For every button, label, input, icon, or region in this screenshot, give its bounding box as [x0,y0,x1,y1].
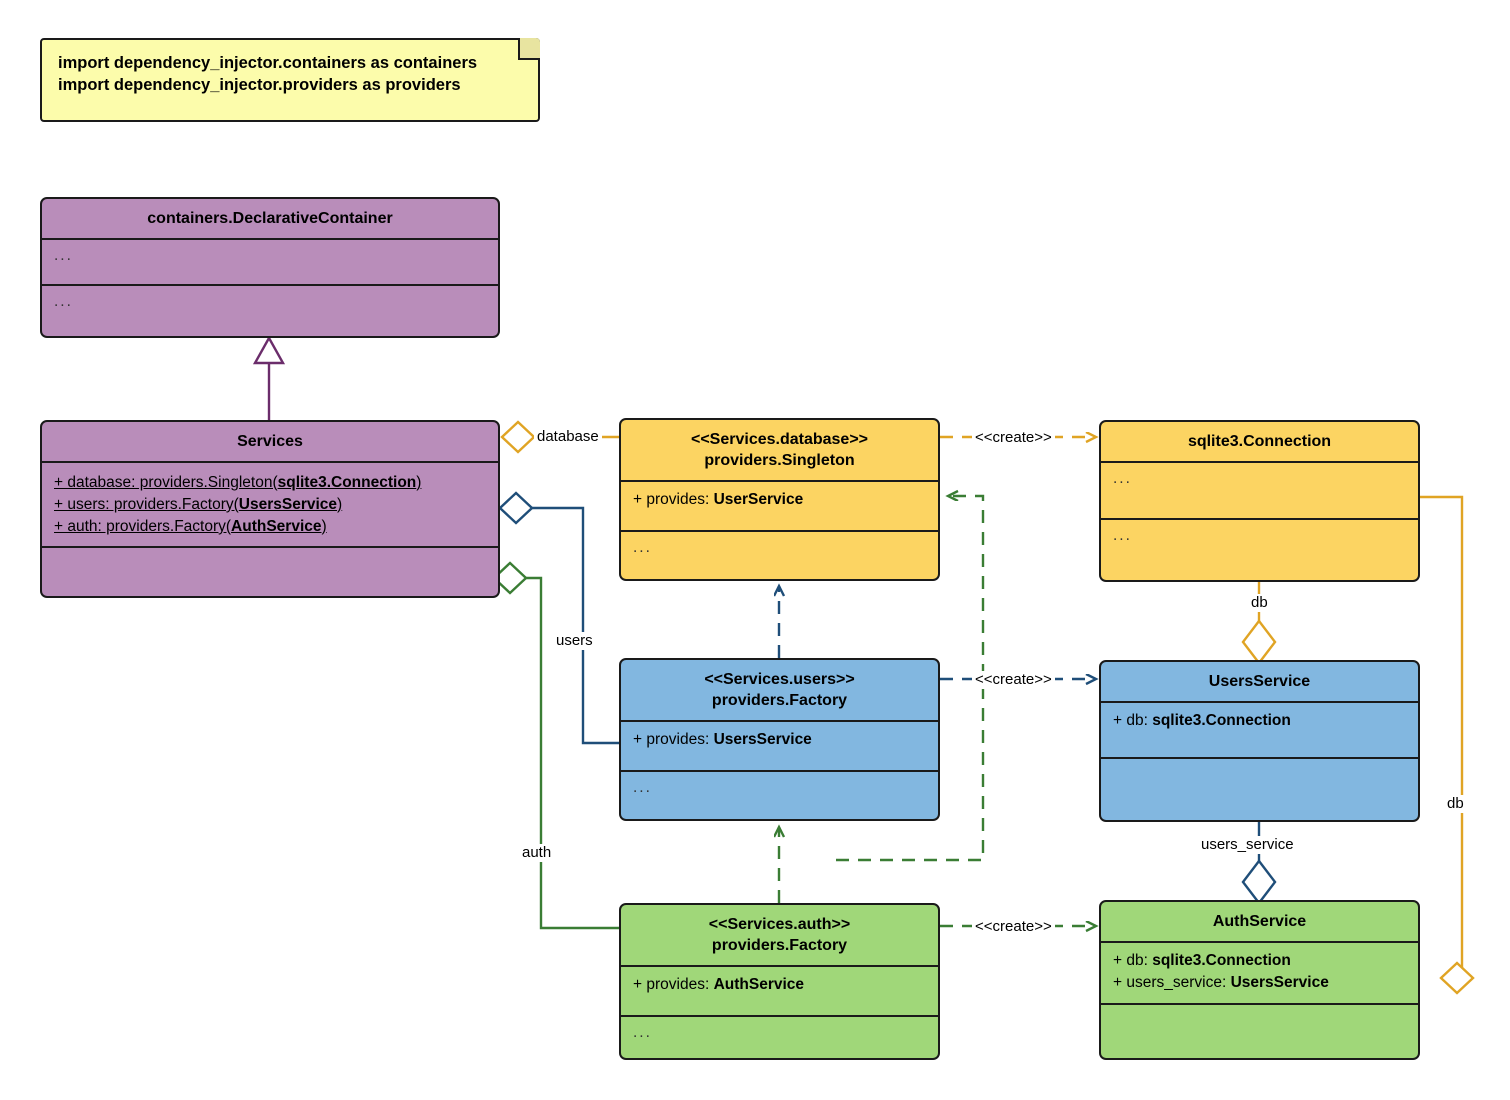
class-services-users-provider[interactable]: <<Services.users>> providers.Factory + p… [619,658,940,821]
attribute-provides-prefix: + provides: [633,491,714,508]
attribute-db-type: sqlite3.Connection [1152,712,1291,729]
attribute-db: + db: sqlite3.Connection [1113,710,1406,732]
attributes-compartment-sqlite3-connection: ... [1101,463,1418,520]
attribute-users-type: UsersService [238,496,338,513]
edge-label-create-auth: <<create>> [972,918,1055,936]
class-auth-service[interactable]: AuthService + db: sqlite3.Connection + u… [1099,900,1420,1060]
attributes-compartment-services: + database: providers.Singleton(sqlite3.… [42,463,498,548]
attribute-auth-prefix: + auth: providers.Factory( [54,518,232,535]
attribute-db-type: sqlite3.Connection [1152,952,1291,969]
class-title-services: Services [42,422,498,463]
method-placeholder: ... [633,1024,652,1041]
edge-label-create-users: <<create>> [972,671,1055,689]
class-declarative-container[interactable]: containers.DeclarativeContainer ... ... [40,197,500,338]
attribute-database-type: sqlite3.Connection [277,474,417,491]
attribute-database-prefix: + database: providers.Singleton( [54,474,278,491]
classname-services-database: providers.Singleton [704,452,855,469]
attribute-provides-prefix: + provides: [633,976,714,993]
edge-aggregation-usersservice-authservice [1241,822,1277,905]
class-users-service[interactable]: UsersService + db: sqlite3.Connection [1099,660,1420,822]
class-title-services-auth-provider: <<Services.auth>> providers.Factory [621,905,938,967]
attribute-provides-usersservice: + provides: UsersService [633,729,926,751]
class-title-auth-service: AuthService [1101,902,1418,943]
attribute-auth: + auth: providers.Factory(AuthService) [54,516,486,538]
attribute-placeholder: ... [1113,470,1132,487]
attribute-provides-userservice: + provides: UserService [633,489,926,511]
stereotype-services-auth: <<Services.auth>> [708,916,851,933]
methods-compartment-services-users: ... [621,772,938,819]
attribute-auth-suffix: ) [321,518,327,535]
import-note: import dependency_injector.containers as… [40,38,540,122]
method-placeholder: ... [1113,527,1132,544]
class-services[interactable]: Services + database: providers.Singleton… [40,420,500,598]
methods-compartment-sqlite3-connection: ... [1101,520,1418,577]
method-placeholder: ... [633,539,652,556]
attribute-users-prefix: + users: providers.Factory( [54,496,239,513]
stereotype-services-database: <<Services.database>> [690,431,869,448]
edge-generalization-services-declarativecontainer [252,335,286,420]
attribute-auth-type: AuthService [231,518,322,535]
attribute-database: + database: providers.Singleton(sqlite3.… [54,472,486,494]
class-services-database-provider[interactable]: <<Services.database>> providers.Singleto… [619,418,940,581]
attribute-db-prefix: + db: [1113,952,1153,969]
attributes-compartment-auth-service: + db: sqlite3.Connection + users_service… [1101,943,1418,1005]
edge-label-users-service: users_service [1198,836,1297,854]
edge-aggregation-services-auth [492,561,619,930]
attributes-compartment-services-users: + provides: UsersService [621,722,938,772]
class-sqlite3-connection[interactable]: sqlite3.Connection ... ... [1099,420,1420,582]
attribute-db: + db: sqlite3.Connection [1113,950,1406,972]
attributes-compartment-services-database: + provides: UserService [621,482,938,532]
class-title-users-service: UsersService [1101,662,1418,703]
attribute-provides-authservice: + provides: AuthService [633,974,926,996]
edge-aggregation-services-users [498,491,619,745]
edge-label-users: users [553,632,596,650]
attribute-users-service-prefix: + users_service: [1113,974,1231,991]
edge-label-db-users-service: db [1248,594,1271,612]
methods-compartment-services-database: ... [621,532,938,579]
method-placeholder: ... [54,293,73,310]
attributes-compartment-users-service: + db: sqlite3.Connection [1101,703,1418,759]
attribute-users-service-type: UsersService [1230,974,1329,991]
note-fold-corner [518,38,540,60]
class-title-services-database-provider: <<Services.database>> providers.Singleto… [621,420,938,482]
attribute-users-suffix: ) [337,496,343,513]
methods-compartment-declarative-container: ... [42,286,498,332]
attribute-placeholder: ... [54,247,73,264]
method-placeholder: ... [633,779,652,796]
classname-services-users: providers.Factory [711,692,848,709]
note-line-1: import dependency_injector.containers as… [58,54,478,72]
attribute-provides-type: AuthService [713,976,805,993]
attribute-database-suffix: ) [416,474,422,491]
methods-compartment-users-service [1101,759,1418,817]
methods-compartment-auth-service [1101,1005,1418,1057]
methods-compartment-services-auth: ... [621,1017,938,1058]
class-title-sqlite3-connection: sqlite3.Connection [1101,422,1418,463]
class-title-declarative-container: containers.DeclarativeContainer [42,199,498,240]
attribute-db-prefix: + db: [1113,712,1153,729]
methods-compartment-services [42,548,498,590]
attribute-users-service: + users_service: UsersService [1113,972,1406,994]
stereotype-services-users: <<Services.users>> [704,671,855,688]
edge-label-auth: auth [519,844,555,862]
attribute-provides-type: UsersService [713,731,812,748]
edge-label-create-database: <<create>> [972,429,1055,447]
classname-services-auth: providers.Factory [711,937,848,954]
note-line-2: import dependency_injector.providers as … [58,76,461,94]
attribute-provides-prefix: + provides: [633,731,714,748]
attribute-provides-type: UserService [713,491,804,508]
edge-aggregation-sqlite-authservice-db [1420,495,1475,995]
class-services-auth-provider[interactable]: <<Services.auth>> providers.Factory + pr… [619,903,940,1060]
edge-label-db-auth-service: db [1444,795,1467,813]
edge-label-database: database [534,428,602,446]
attribute-users: + users: providers.Factory(UsersService) [54,494,486,516]
attributes-compartment-services-auth: + provides: AuthService [621,967,938,1017]
attributes-compartment-declarative-container: ... [42,240,498,286]
class-title-services-users-provider: <<Services.users>> providers.Factory [621,660,938,722]
